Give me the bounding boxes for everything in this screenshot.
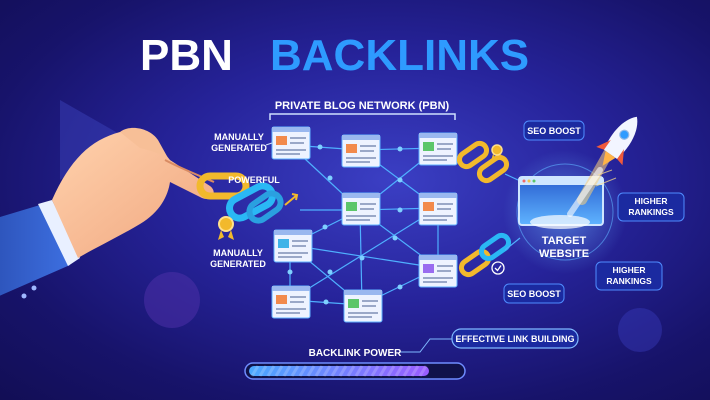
decor-lines (595, 169, 617, 187)
manually-generated-label: GENERATED (211, 143, 267, 153)
blog-site-5 (418, 192, 458, 226)
power-stripe (354, 365, 364, 377)
medal-icon (218, 216, 234, 240)
seo-boost-top-box (523, 120, 585, 141)
higher-rankings-label: RANKINGS (628, 207, 674, 217)
power-stripe (298, 365, 308, 377)
power-stripe (410, 365, 420, 377)
higher-rankings-box (617, 192, 685, 222)
blog-site-3 (418, 132, 458, 166)
target-website-label: TARGET (542, 235, 587, 247)
higher-rankings-label: HIGHER (634, 196, 667, 206)
blog-site-9 (343, 289, 383, 323)
seo-boost-bottom-box (503, 283, 565, 304)
manually-generated-label: MANUALLY (213, 248, 263, 258)
decor-circle (144, 272, 200, 328)
check-icon (491, 261, 505, 275)
power-stripe (370, 365, 380, 377)
pbn-label: PRIVATE BLOG NETWORK (PBN) (275, 100, 450, 112)
effective-link-building-label: EFFECTIVE LINK BUILDING (456, 334, 575, 344)
power-stripe (378, 365, 388, 377)
network-nodes (287, 144, 403, 305)
blog-site-1 (271, 126, 311, 160)
power-stripe (394, 365, 404, 377)
chain-link-icon (196, 172, 284, 224)
backlink-power-bar-fill (249, 366, 429, 376)
powerful-label: POWERFUL (228, 175, 280, 185)
seo-boost-label: SEO BOOST (507, 289, 561, 299)
seo-boost-label: SEO BOOST (527, 126, 581, 136)
backlink-power-label: BACKLINK POWER (309, 348, 403, 359)
power-stripe (282, 365, 292, 377)
blog-site-4 (341, 192, 381, 226)
power-stripe (386, 365, 396, 377)
power-stripe (346, 365, 356, 377)
power-stripe (362, 365, 372, 377)
title-pbn: PBN (140, 31, 233, 80)
rocket-icon (567, 116, 638, 217)
pointer-line (265, 142, 273, 146)
power-stripe (250, 365, 260, 377)
higher-rankings-label: RANKINGS (606, 276, 652, 286)
power-stripe (306, 365, 316, 377)
hand-icon (0, 127, 215, 296)
power-stripe (338, 365, 348, 377)
target-website-label: WEBSITE (539, 248, 589, 260)
power-stripe (314, 365, 324, 377)
blog-site-7 (418, 254, 458, 288)
backlink-power-stripes (250, 365, 428, 377)
higher-rankings-box (595, 261, 663, 291)
target-browser-window (518, 176, 604, 229)
higher-rankings-label: HIGHER (612, 265, 645, 275)
power-stripe (274, 365, 284, 377)
power-stripe (418, 365, 428, 377)
blog-site-8 (271, 285, 311, 319)
power-stripe (322, 365, 332, 377)
manually-generated-label: MANUALLY (214, 132, 264, 142)
manually-generated-label: GENERATED (210, 259, 266, 269)
chain-link-icon (456, 140, 510, 184)
pbn-bracket (269, 113, 456, 120)
target-ring (516, 163, 614, 261)
power-stripe (266, 365, 276, 377)
title-backlinks: BACKLINKS (270, 31, 529, 80)
power-stripe (258, 365, 268, 377)
blog-site-2 (341, 134, 381, 168)
medal-icon (491, 144, 503, 161)
blog-site-6 (273, 229, 313, 263)
pointer-line (400, 338, 452, 353)
decor-circle (618, 308, 662, 352)
power-stripe (290, 365, 300, 377)
power-stripe (330, 365, 340, 377)
chain-link-icon (458, 232, 512, 278)
decor-dot (21, 293, 27, 299)
power-stripe (402, 365, 412, 377)
decor-dot (31, 285, 37, 291)
arrow-up-icon (284, 193, 299, 206)
